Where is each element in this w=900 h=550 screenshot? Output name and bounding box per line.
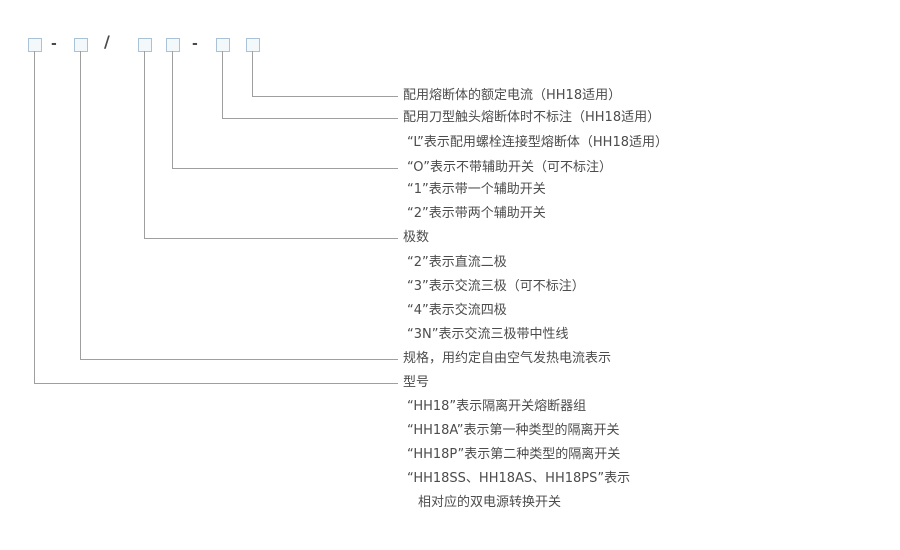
annotation-model-dual-line2: 相对应的双电源转换开关 bbox=[418, 495, 562, 510]
annotation-aux-2: “2”表示带两个辅助开关 bbox=[407, 206, 546, 221]
annotation-aux-o: “O”表示不带辅助开关（可不标注） bbox=[407, 160, 613, 175]
code-box-spec bbox=[74, 38, 88, 52]
annotation-poles: 极数 bbox=[403, 230, 430, 245]
annotation-poles-4: “4”表示交流四极 bbox=[407, 303, 507, 318]
annotation-fuse-type-l: “L”表示配用螺栓连接型熔断体（HH18适用） bbox=[407, 135, 668, 150]
code-box-fuse-type bbox=[216, 38, 230, 52]
annotation-poles-3: “3”表示交流三极（可不标注） bbox=[407, 279, 585, 294]
annotation-model: 型号 bbox=[403, 375, 430, 390]
annotation-model-hh18: “HH18”表示隔离开关熔断器组 bbox=[407, 399, 587, 414]
annotation-poles-3n: “3N”表示交流三极带中性线 bbox=[407, 327, 569, 342]
code-box-fuse-current bbox=[246, 38, 260, 52]
annotation-model-hh18p: “HH18P”表示第二种类型的隔离开关 bbox=[407, 447, 621, 462]
connector-hline-fuse-current bbox=[252, 96, 398, 97]
separator-dash-1: - bbox=[51, 36, 57, 52]
connector-vline-aux-switch bbox=[172, 51, 173, 168]
connector-hline-model bbox=[34, 383, 398, 384]
annotation-spec: 规格，用约定自由空气发热电流表示 bbox=[403, 351, 612, 366]
connector-vline-poles bbox=[144, 51, 145, 238]
connector-vline-model bbox=[34, 51, 35, 383]
annotation-model-dual-line1: “HH18SS、HH18AS、HH18PS”表示 bbox=[407, 471, 631, 486]
connector-hline-aux-switch bbox=[172, 168, 398, 169]
code-box-model bbox=[28, 38, 42, 52]
annotation-model-hh18a: “HH18A”表示第一种类型的隔离开关 bbox=[407, 423, 620, 438]
connector-hline-fuse-type bbox=[222, 118, 398, 119]
connector-hline-spec bbox=[80, 359, 398, 360]
annotation-fuse-rated-current: 配用熔断体的额定电流（HH18适用） bbox=[403, 88, 622, 103]
connector-vline-fuse-type bbox=[222, 51, 223, 118]
annotation-poles-2: “2”表示直流二极 bbox=[407, 255, 507, 270]
code-box-poles bbox=[138, 38, 152, 52]
connector-hline-poles bbox=[144, 238, 398, 239]
separator-dash-2: - bbox=[192, 36, 198, 52]
annotation-fuse-type-default: 配用刀型触头熔断体时不标注（HH18适用） bbox=[403, 110, 661, 125]
code-box-aux-switch bbox=[166, 38, 180, 52]
connector-vline-spec bbox=[80, 51, 81, 359]
connector-vline-fuse-current bbox=[252, 51, 253, 96]
separator-slash: / bbox=[104, 32, 110, 51]
annotation-aux-1: “1”表示带一个辅助开关 bbox=[407, 182, 546, 197]
